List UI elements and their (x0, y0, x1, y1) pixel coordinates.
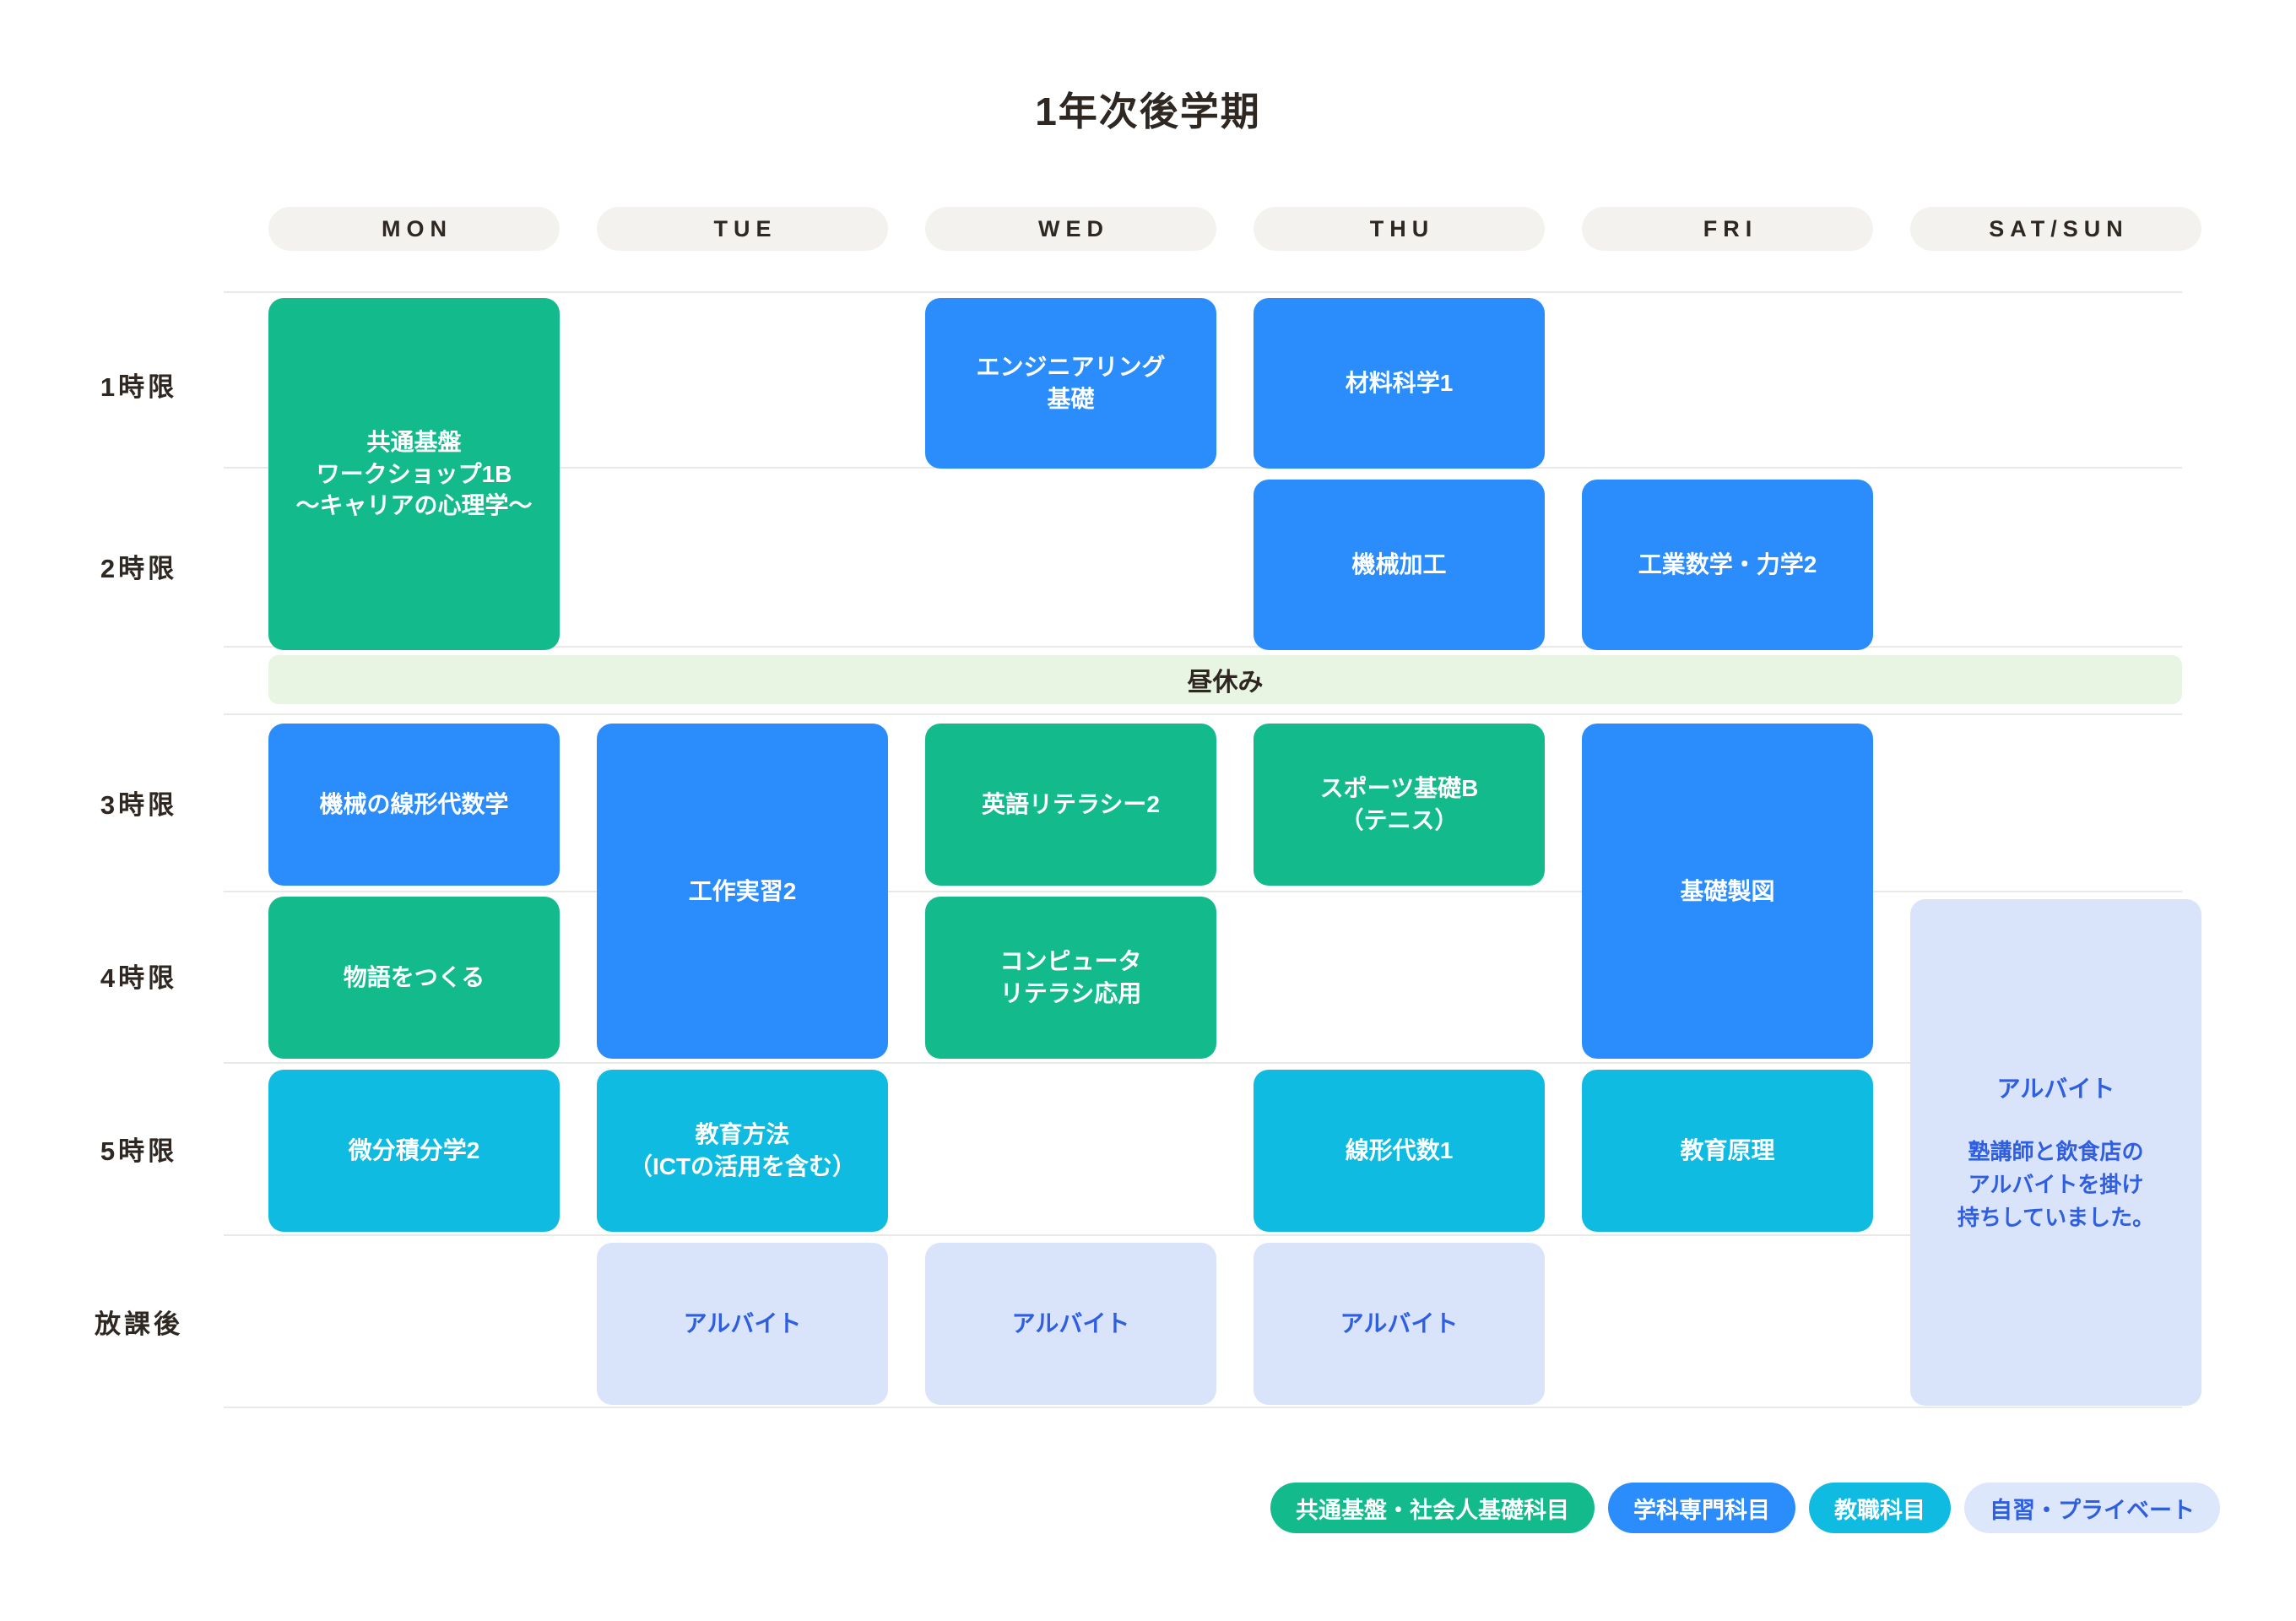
grid-divider-line (224, 291, 2182, 293)
class-card-thu-3[interactable]: スポーツ基礎B （テニス） (1254, 724, 1545, 886)
page-title: 1年次後学期 (1035, 89, 1261, 133)
class-card-wed-3[interactable]: 英語リテラシー2 (925, 724, 1216, 886)
legend-pill-major: 学科専門科目 (1608, 1483, 1795, 1533)
grid-divider-line (224, 1234, 2182, 1236)
class-card-tue-6[interactable]: アルバイト (597, 1243, 888, 1405)
day-header-fri: FRI (1582, 207, 1873, 251)
legend: 共通基盤・社会人基礎科目学科専門科目教職科目自習・プライベート (0, 1483, 2296, 1533)
grid-divider-line (224, 713, 2182, 715)
class-card-weekend-parttime[interactable]: アルバイト塾講師と飲食店の アルバイトを掛け 持ちしていました。 (1910, 899, 2201, 1406)
day-header-mon: MON (268, 207, 560, 251)
day-header-tue: TUE (597, 207, 888, 251)
class-card-mon-5[interactable]: 微分積分学2 (268, 1070, 560, 1232)
class-card-mon-1-2[interactable]: 共通基盤 ワークショップ1B ～キャリアの心理学～ (268, 298, 560, 650)
period-label-1: 1時限 (100, 372, 178, 402)
class-card-thu-5[interactable]: 線形代数1 (1254, 1070, 1545, 1232)
class-card-mon-3[interactable]: 機械の線形代数学 (268, 724, 560, 886)
grid-divider-line (224, 646, 2182, 648)
lunch-break-label: 昼休み (1187, 669, 1264, 697)
class-card-fri-5[interactable]: 教育原理 (1582, 1070, 1873, 1232)
class-card-tue-5[interactable]: 教育方法 （ICTの活用を含む） (597, 1070, 888, 1232)
class-card-thu-2[interactable]: 機械加工 (1254, 480, 1545, 650)
grid-divider-line (224, 891, 2182, 892)
legend-pill-private: 自習・プライベート (1964, 1483, 2220, 1533)
class-card-thu-6[interactable]: アルバイト (1254, 1243, 1545, 1405)
weekend-note-title: アルバイト (1996, 1075, 2115, 1102)
grid-divider-line (224, 1062, 2182, 1064)
lunch-break-bar: 昼休み (268, 655, 2182, 704)
class-card-fri-3-4[interactable]: 基礎製図 (1582, 724, 1873, 1059)
period-label-5: 5時限 (100, 1136, 178, 1166)
grid-divider-line (224, 1407, 2182, 1408)
class-card-tue-3-4[interactable]: 工作実習2 (597, 724, 888, 1059)
class-card-mon-4[interactable]: 物語をつくる (268, 897, 560, 1059)
day-header-wed: WED (925, 207, 1216, 251)
weekend-note-body: 塾講師と飲食店の アルバイトを掛け 持ちしていました。 (1957, 1138, 2155, 1230)
day-header-thu: THU (1254, 207, 1545, 251)
class-card-wed-4[interactable]: コンピュータ リテラシ応用 (925, 897, 1216, 1059)
class-card-wed-1[interactable]: エンジニアリング 基礎 (925, 298, 1216, 469)
period-label-2: 2時限 (100, 554, 178, 583)
class-card-wed-6[interactable]: アルバイト (925, 1243, 1216, 1405)
legend-pill-general: 共通基盤・社会人基礎科目 (1270, 1483, 1595, 1533)
period-label-6: 放課後 (95, 1309, 183, 1339)
class-card-thu-1[interactable]: 材料科学1 (1254, 298, 1545, 469)
day-header-sat-sun: SAT/SUN (1910, 207, 2201, 251)
class-card-fri-2[interactable]: 工業数学・力学2 (1582, 480, 1873, 650)
period-label-4: 4時限 (100, 963, 178, 993)
legend-pill-teaching: 教職科目 (1809, 1483, 1951, 1533)
period-label-3: 3時限 (100, 790, 178, 820)
